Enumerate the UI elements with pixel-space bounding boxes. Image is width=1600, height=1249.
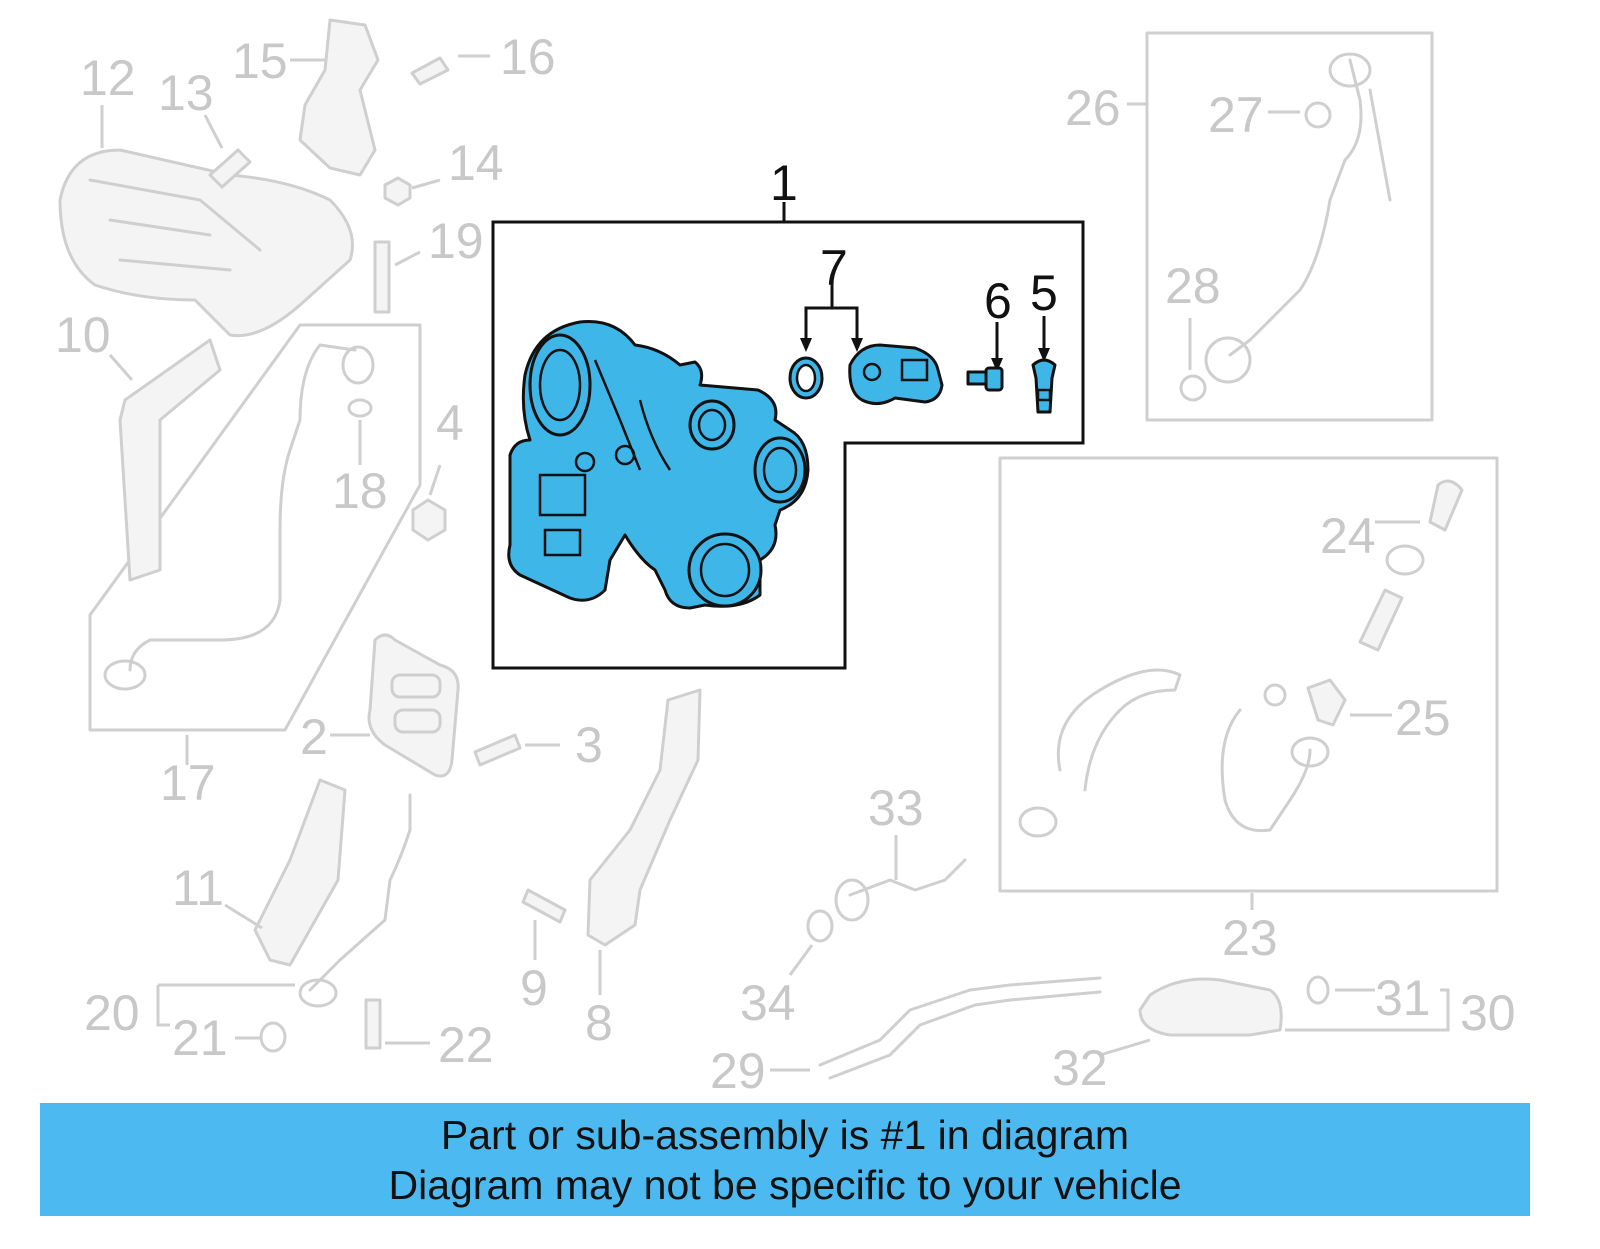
callout-1: 1 xyxy=(770,155,798,211)
callout-15: 15 xyxy=(232,33,288,89)
callout-24: 24 xyxy=(1320,508,1376,564)
callout-2: 2 xyxy=(300,709,328,765)
box-17-outline xyxy=(88,323,422,732)
banner-line-2: Diagram may not be specific to your vehi… xyxy=(388,1161,1182,1208)
gasket-part-2 xyxy=(367,633,460,778)
callout-27: 27 xyxy=(1208,87,1264,143)
bracket-part-10 xyxy=(118,338,222,582)
callout-26: 26 xyxy=(1065,80,1121,136)
nut-part-4 xyxy=(411,498,447,542)
hose-part-23b xyxy=(1220,708,1312,833)
callout-22: 22 xyxy=(438,1017,494,1073)
heat-shield-part xyxy=(58,148,354,338)
callout-16: 16 xyxy=(500,29,556,85)
callout-3: 3 xyxy=(575,717,603,773)
connector-part-24 xyxy=(1428,479,1464,532)
callout-12: 12 xyxy=(80,50,136,106)
washer-part-28 xyxy=(1179,374,1207,402)
box-26-outline xyxy=(1145,31,1434,422)
bolt-part-6[interactable] xyxy=(966,366,1004,392)
callout-19: 19 xyxy=(428,213,484,269)
callout-11: 11 xyxy=(172,860,224,916)
hose-part-23c xyxy=(1358,588,1404,652)
callout-32: 32 xyxy=(1052,1040,1108,1096)
callout-29: 29 xyxy=(710,1043,766,1099)
callout-labels: 1 7 6 5 12 13 15 16 14 19 10 18 4 17 2 3… xyxy=(55,29,1516,1099)
bolt-part-22 xyxy=(364,998,382,1050)
pipe-part-32 xyxy=(1138,977,1283,1037)
callout-18: 18 xyxy=(332,463,388,519)
drain-pipe-part xyxy=(308,793,412,992)
callout-8: 8 xyxy=(585,995,613,1051)
actuator-part[interactable] xyxy=(848,343,944,405)
washer-part-27 xyxy=(1304,101,1332,129)
stud-part-19 xyxy=(373,240,391,314)
coolant-pipe-part-26 xyxy=(1228,58,1363,357)
nut-part-14 xyxy=(383,176,412,207)
washer-part-21 xyxy=(259,1021,287,1053)
stud-part-3 xyxy=(473,733,522,767)
callout-34: 34 xyxy=(740,975,796,1031)
washer-part-18 xyxy=(347,398,373,418)
heat-shield-part-11 xyxy=(253,778,347,967)
o-ring-part[interactable] xyxy=(788,356,824,400)
callout-7: 7 xyxy=(820,240,848,296)
callout-6: 6 xyxy=(984,273,1012,329)
callout-33: 33 xyxy=(868,780,924,836)
callout-17: 17 xyxy=(160,755,216,811)
pipe-part-33 xyxy=(848,858,967,897)
bolt-part-13 xyxy=(208,148,252,189)
box-23-outline xyxy=(998,456,1499,893)
callout-25: 25 xyxy=(1395,690,1451,746)
gasket-part-15 xyxy=(298,18,380,177)
callout-31: 31 xyxy=(1375,970,1431,1026)
valve-part-5[interactable] xyxy=(1031,358,1057,414)
callout-9: 9 xyxy=(520,960,548,1016)
callout-14: 14 xyxy=(448,135,504,191)
callout-20: 20 xyxy=(84,985,140,1041)
pipe-part-29 xyxy=(818,976,1102,1067)
callout-13: 13 xyxy=(158,65,214,121)
leader-lines xyxy=(100,54,1450,1072)
washer-part-31 xyxy=(1306,975,1330,1005)
callout-30: 30 xyxy=(1460,985,1516,1041)
callout-28: 28 xyxy=(1165,258,1221,314)
bolt-part-16 xyxy=(410,56,450,86)
bolt-part-9 xyxy=(521,888,567,924)
callout-23: 23 xyxy=(1222,910,1278,966)
fitting-part-25 xyxy=(1306,678,1347,727)
washer-part-34 xyxy=(806,909,834,943)
bracket-part-8 xyxy=(586,688,702,947)
turbocharger-part[interactable] xyxy=(507,319,810,610)
hose-part-23a xyxy=(1056,668,1182,792)
callout-4: 4 xyxy=(436,395,464,451)
callout-10: 10 xyxy=(55,307,111,363)
callout-5: 5 xyxy=(1030,265,1058,321)
callout-21: 21 xyxy=(172,1010,228,1066)
banner-line-1: Part or sub-assembly is #1 in diagram xyxy=(440,1111,1130,1158)
info-banner: Part or sub-assembly is #1 in diagram Di… xyxy=(40,1103,1530,1216)
oil-pipe-part xyxy=(128,343,357,672)
